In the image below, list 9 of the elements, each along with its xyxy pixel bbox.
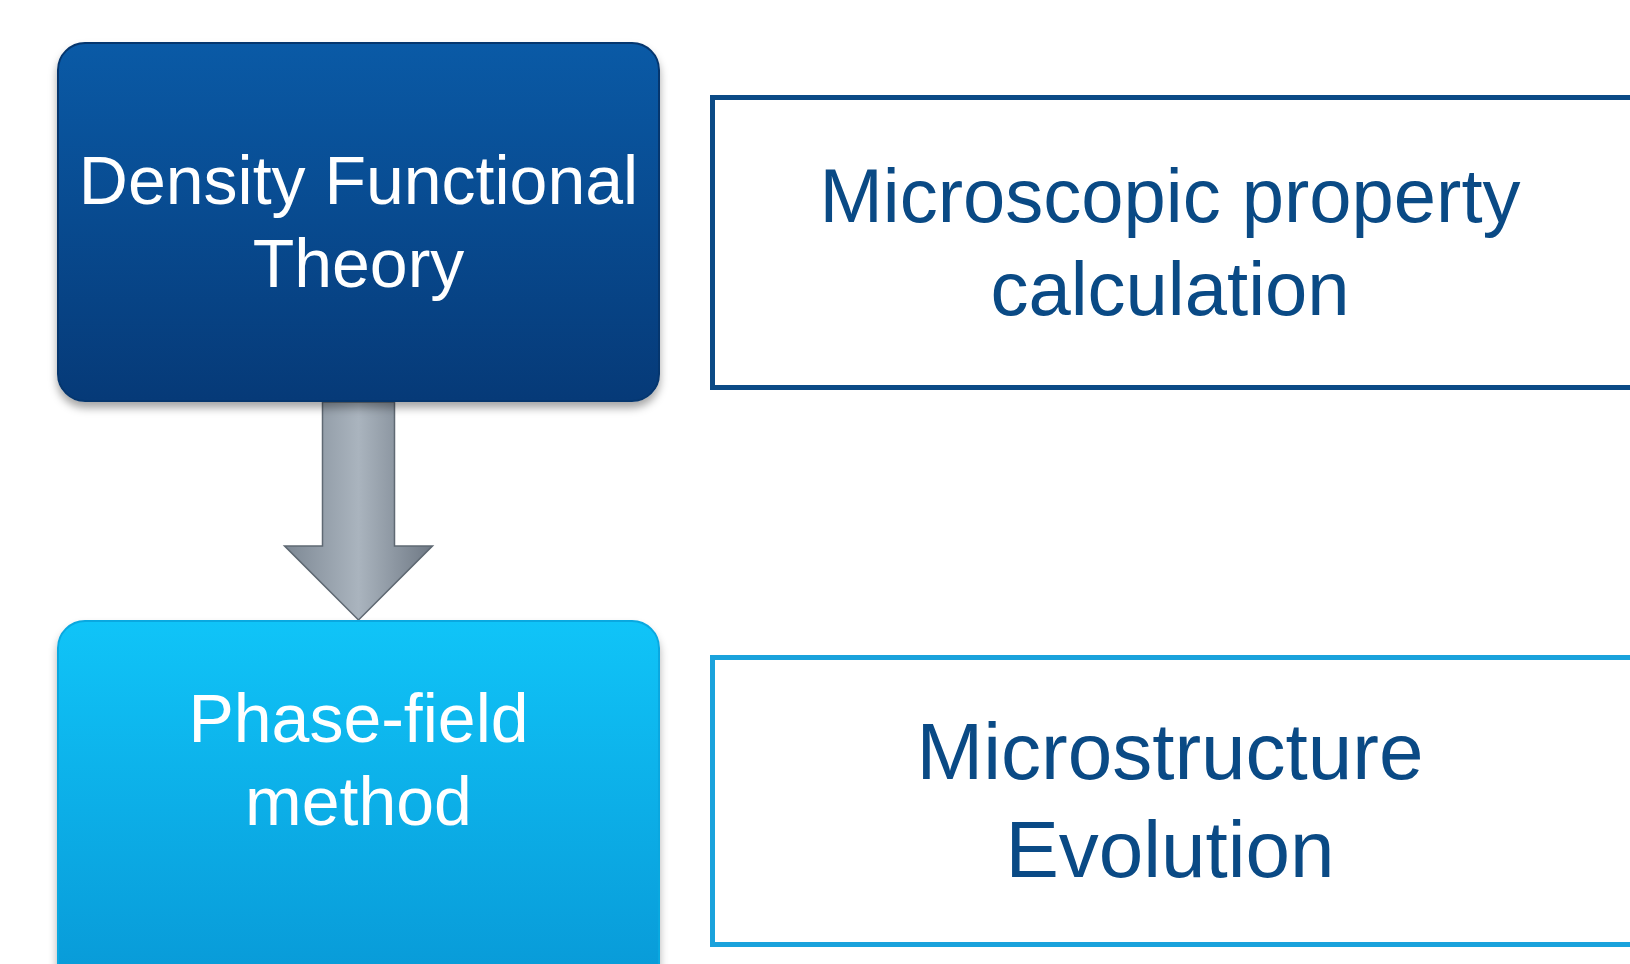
node-label: Microscopic property calculation bbox=[818, 151, 1522, 333]
method-box bbox=[57, 620, 660, 964]
result-box bbox=[710, 95, 1630, 390]
node-label: Density Functional Theory bbox=[77, 141, 640, 303]
method-box bbox=[57, 42, 660, 402]
result-box bbox=[710, 655, 1630, 947]
node-label: Phase-field method bbox=[187, 679, 530, 841]
block-arrow bbox=[282, 401, 435, 622]
node-label: Microstructure Evolution bbox=[915, 706, 1425, 896]
